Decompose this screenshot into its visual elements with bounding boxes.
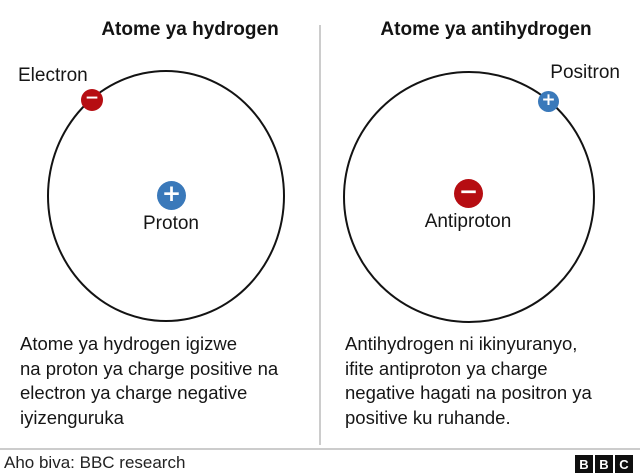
panel-divider-line [319,25,321,445]
electron-label: Electron [18,65,88,86]
positron-orbit-circle [343,71,595,323]
bbc-logo-block-c: C [615,455,633,473]
plus-icon: + [161,181,182,207]
plus-icon: + [541,89,556,110]
source-attribution: Aho biva: BBC research [4,453,186,472]
proton-label: Proton [143,213,199,234]
positron-particle: + [538,91,559,112]
hydrogen-description: Atome ya hydrogen igizwe na proton ya ch… [20,333,279,428]
antihydrogen-description: Antihydrogen ni ikinyuranyo, ifite antip… [345,333,592,428]
electron-particle: − [81,89,103,111]
minus-icon: − [84,88,100,108]
bbc-logo-block-b1: B [575,455,593,473]
positron-label: Positron [550,62,620,83]
electron-orbit-circle [47,70,285,322]
antihydrogen-title: Atome ya antihydrogen [380,19,592,40]
minus-icon: − [458,179,479,205]
proton-particle: + [157,181,186,210]
bbc-logo-block-b2: B [595,455,613,473]
antiproton-particle: − [454,179,483,208]
hydrogen-title: Atome ya hydrogen [101,19,279,40]
antiproton-label: Antiproton [424,211,512,232]
footer-divider-line [0,448,640,450]
bbc-logo: B B C [575,455,633,473]
